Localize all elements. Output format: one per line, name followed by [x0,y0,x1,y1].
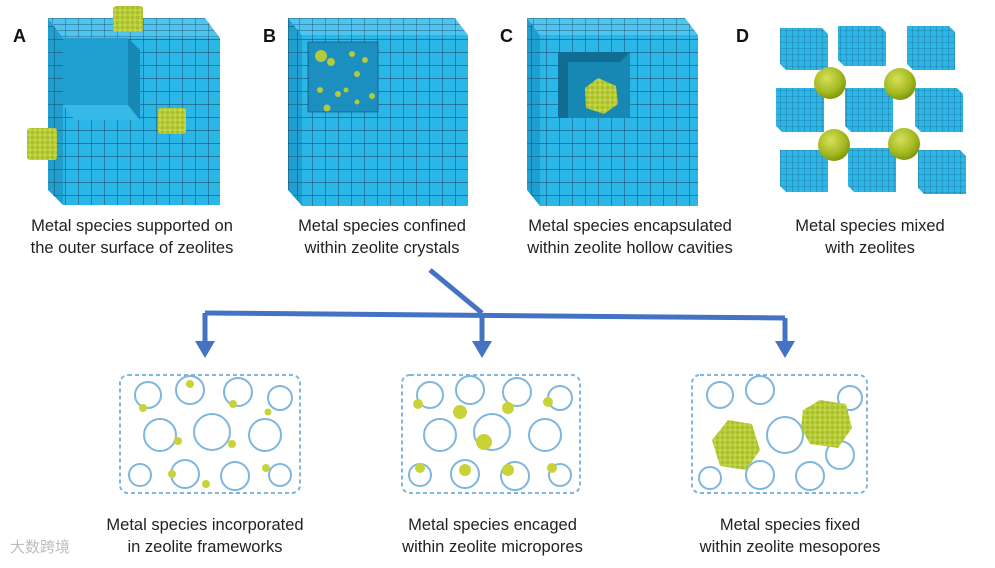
caption-b-line1: Metal species confined [298,217,466,235]
caption-b-line2: within zeolite crystals [304,239,460,257]
panel-a-zeolite-cube [48,18,220,205]
panel-d-metal-spheres [814,67,920,161]
caption-d-line2: with zeolites [825,239,915,257]
caption-a: Metal species supported on the outer sur… [2,215,262,259]
caption-b: Metal species confined within zeolite cr… [262,215,502,259]
panel-c-zeolite-cube [527,18,698,206]
panel-label-a: A [13,26,26,46]
caption-a-line2: the outer surface of zeolites [30,239,234,257]
panel-b-zeolite-cube [288,18,468,206]
caption-incorporated-line2: in zeolite frameworks [127,538,283,556]
caption-c: Metal species encapsulated within zeolit… [500,215,760,259]
caption-mesopores-line1: Metal species fixed [719,516,861,534]
caption-c-line1: Metal species encapsulated [528,217,732,235]
framework-mesopores-metal [712,400,852,470]
panel-label-b: B [263,26,276,46]
caption-mesopores-line2: within zeolite mesopores [699,538,881,556]
framework-incorporated-metal [139,380,272,488]
framework-encaged-metal [413,397,557,476]
caption-incorporated-line1: Metal species incorporated [106,516,304,534]
caption-mesopores: Metal species fixed within zeolite mesop… [660,514,920,558]
framework-encaged [401,374,581,494]
flow-arrows [202,268,788,343]
caption-encaged-line2: within zeolite micropores [402,538,583,556]
caption-encaged: Metal species encaged within zeolite mic… [360,514,625,558]
framework-mesopores [691,374,868,494]
panel-label-c: C [500,26,513,46]
caption-incorporated: Metal species incorporated in zeolite fr… [70,514,340,558]
panel-b-metal-particles [315,50,375,112]
panel-a-metal-cluster-top [113,6,143,32]
panel-d-zeolite-cubes [776,26,966,194]
caption-encaged-line1: Metal species encaged [408,516,577,534]
watermark: 大数跨境 [10,539,71,556]
caption-a-line1: Metal species supported on [31,217,233,235]
caption-d-line1: Metal species mixed [795,217,945,235]
caption-c-line2: within zeolite hollow cavities [527,239,733,257]
framework-incorporated [119,374,301,494]
panel-a-metal-cluster-left [27,128,57,160]
arrow-heads [195,341,795,358]
panel-label-d: D [736,26,749,46]
panel-c-metal-cluster [585,78,618,114]
caption-d: Metal species mixed with zeolites [765,215,975,259]
panel-a-metal-cluster-right [158,108,186,134]
